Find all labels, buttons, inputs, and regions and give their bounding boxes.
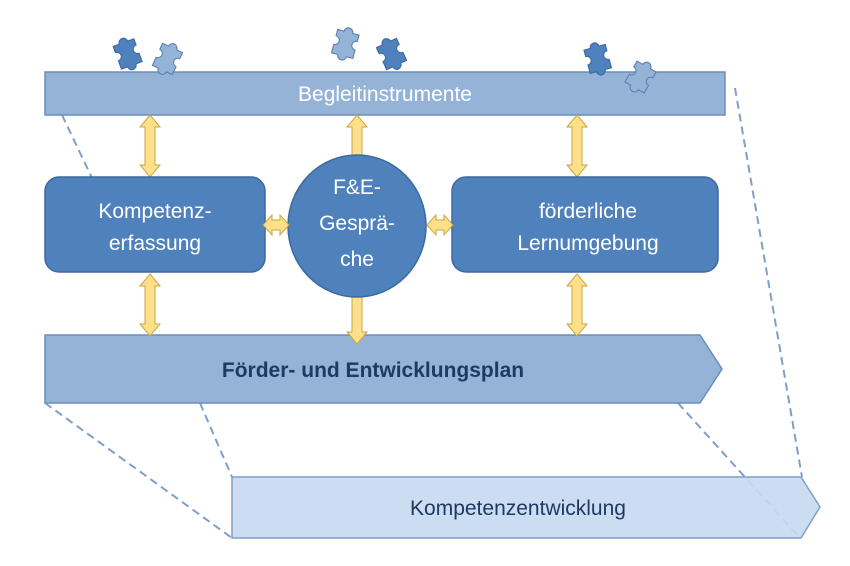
foerder-entwicklungsplan-arrow: Förder- und Entwicklungsplan xyxy=(44,334,723,404)
fe-gespraeche-circle: F&E- Gesprä- che xyxy=(287,154,427,298)
fe-line2: Gesprä- xyxy=(319,212,395,235)
begleitinstrumente-bar: Begleitinstrumente xyxy=(44,71,726,116)
kompetenzerfassung-line2: erfassung xyxy=(109,232,201,255)
kompetenzentwicklung-label: Kompetenzentwicklung xyxy=(410,497,626,520)
kompetenzerfassung-line1: Kompetenz- xyxy=(98,200,211,223)
fe-line1: F&E- xyxy=(333,176,381,199)
puzzle-icon xyxy=(329,24,410,75)
foerder-entwicklungsplan-label: Förder- und Entwicklungsplan xyxy=(222,359,524,382)
kompetenzerfassung-box: Kompetenz- erfassung xyxy=(44,176,266,273)
fe-line3: che xyxy=(340,248,374,271)
begleitinstrumente-label: Begleitinstrumente xyxy=(298,83,472,106)
foerderliche-lernumgebung-box: förderliche Lernumgebung xyxy=(451,176,719,273)
foerderliche-line2: Lernumgebung xyxy=(517,232,658,255)
foerderliche-line1: förderliche xyxy=(539,200,637,223)
kompetenzentwicklung-arrow: Kompetenzentwicklung xyxy=(231,476,821,539)
dashed-connectors xyxy=(44,87,803,539)
